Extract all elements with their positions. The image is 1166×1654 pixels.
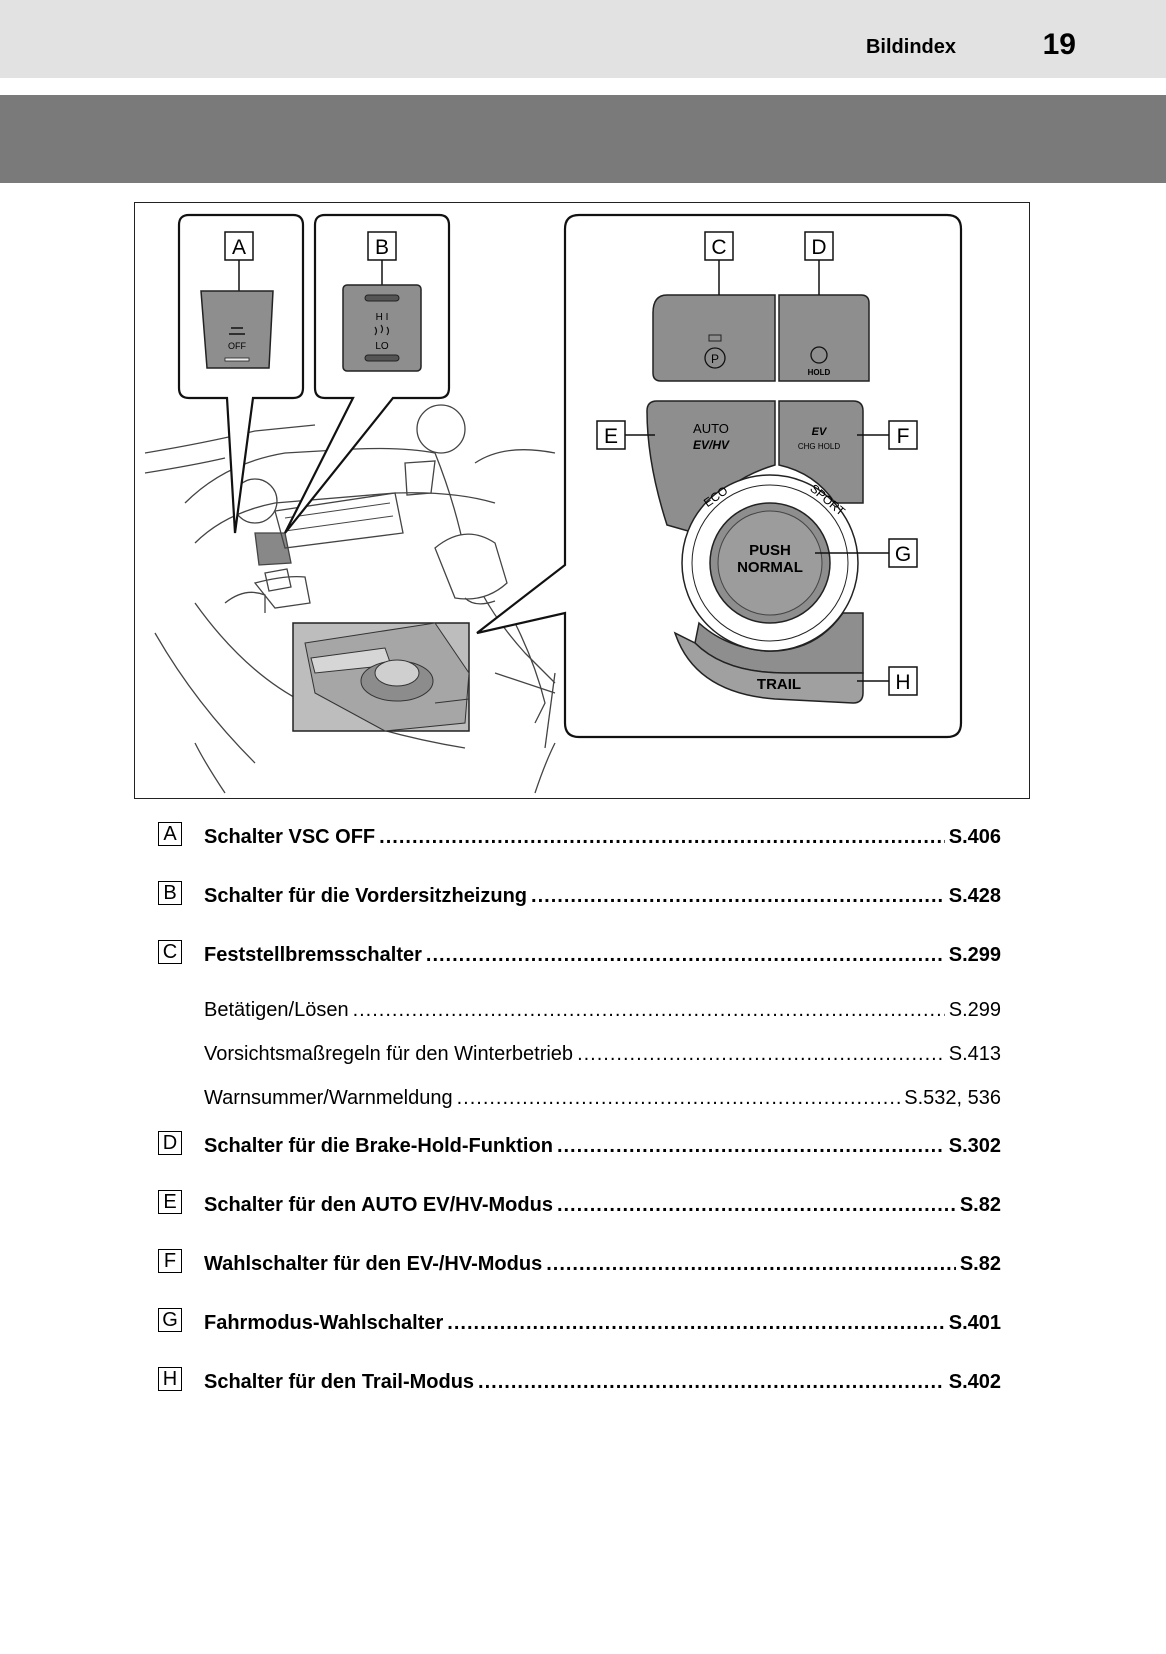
- page-reference-link[interactable]: S.406: [948, 826, 1001, 848]
- entry-label: Schalter VSC OFF: [204, 826, 376, 848]
- entry-letter: D: [158, 1131, 182, 1155]
- leader-dots: [426, 944, 945, 967]
- entry-label: Fahrmodus-Wahlschalter: [204, 1312, 444, 1334]
- leader-dots: [353, 999, 945, 1022]
- console-drawing: [144, 404, 609, 794]
- callout-label-f: F: [897, 425, 910, 448]
- push-text: PUSH: [749, 542, 791, 559]
- page-reference-link[interactable]: S.299: [948, 944, 1001, 966]
- parking-brake-icon: [704, 347, 726, 369]
- svg-text:P: P: [711, 352, 719, 366]
- seat-heater-hi-text: H I: [376, 312, 389, 323]
- callout-right-panel: C D P HOLD AUTO EV/HV EV CHG HOLD ECO S: [476, 213, 963, 739]
- list-item: H Schalter für den Trail-Modus S.402: [158, 1363, 1001, 1422]
- page-reference-link[interactable]: S.302: [948, 1135, 1001, 1157]
- ev-text: EV: [812, 426, 828, 438]
- leader-dots: [546, 1253, 956, 1276]
- callout-label-e: E: [604, 425, 618, 448]
- page-number: 19: [1042, 28, 1076, 61]
- list-item: E Schalter für den AUTO EV/HV-Modus S.82: [158, 1186, 1001, 1245]
- entry-letter: C: [158, 940, 182, 964]
- entry-label: Schalter für den AUTO EV/HV-Modus: [204, 1194, 553, 1216]
- page-reference-link[interactable]: S.402: [948, 1371, 1001, 1393]
- entry-label: Warnsummer/Warnmeldung: [204, 1087, 453, 1109]
- page-reference-link[interactable]: S.532, 536: [904, 1087, 1001, 1109]
- leader-dots: [557, 1135, 945, 1158]
- page-reference-link[interactable]: S.401: [948, 1312, 1001, 1334]
- list-subitem: Betätigen/Lösen S.299: [158, 995, 1001, 1039]
- callout-label-b: B: [375, 236, 389, 259]
- page-reference-link[interactable]: S.428: [948, 885, 1001, 907]
- page-reference-link[interactable]: S.82: [959, 1194, 1001, 1216]
- brake-hold-icon: [810, 346, 828, 364]
- list-item: F Wahlschalter für den EV-/HV-Modus S.82: [158, 1245, 1001, 1304]
- entry-label: Schalter für die Vordersitzheizung: [204, 885, 528, 907]
- hold-text: HOLD: [808, 368, 831, 377]
- ev-hv-text: EV/HV: [693, 438, 730, 452]
- normal-text: NORMAL: [737, 559, 803, 576]
- leader-dots: [457, 1087, 901, 1110]
- entry-letter: B: [158, 881, 182, 905]
- header-bar: [0, 0, 1166, 78]
- entry-letter: A: [158, 822, 182, 846]
- section-title: Bildindex: [865, 36, 956, 58]
- illustration-svg: A OFF B H I LO C: [144, 213, 963, 794]
- callout-b-panel: B H I LO: [284, 213, 451, 534]
- leader-dots: [379, 826, 945, 849]
- callout-a-panel: A OFF: [177, 213, 305, 534]
- entry-label: Feststellbremsschalter: [204, 944, 422, 966]
- index-list: A Schalter VSC OFF S.406 B Schalter für d…: [158, 818, 1001, 1422]
- shift-lever-inset: [292, 622, 470, 732]
- list-subitem: Vorsichtsmaßregeln für den Winterbetrieb…: [158, 1039, 1001, 1083]
- callout-label-c: C: [711, 236, 726, 259]
- chg-hold-text: CHG HOLD: [798, 442, 840, 451]
- callout-label-h: H: [895, 671, 910, 694]
- entry-label: Schalter für den Trail-Modus: [204, 1371, 475, 1393]
- list-item: G Fahrmodus-Wahlschalter S.401: [158, 1304, 1001, 1363]
- entry-label: Vorsichtsmaßregeln für den Winterbetrieb: [204, 1043, 574, 1065]
- seat-heater-lo-text: LO: [375, 341, 389, 352]
- list-item: A Schalter VSC OFF S.406: [158, 818, 1001, 877]
- entry-label: Wahlschalter für den EV-/HV-Modus: [204, 1253, 543, 1275]
- entry-label: Betätigen/Lösen: [204, 999, 349, 1021]
- list-item: B Schalter für die Vordersitzheizung S.42…: [158, 877, 1001, 936]
- entry-letter: H: [158, 1367, 182, 1391]
- list-item: D Schalter für die Brake-Hold-Funktion S.…: [158, 1127, 1001, 1186]
- entry-letter: E: [158, 1190, 182, 1214]
- list-subitem: Warnsummer/Warnmeldung S.532, 536: [158, 1083, 1001, 1127]
- vsc-off-text: OFF: [228, 341, 246, 351]
- callout-label-g: G: [895, 543, 911, 566]
- page-reference-link[interactable]: S.82: [959, 1253, 1001, 1275]
- callout-label-a: A: [232, 236, 246, 259]
- leader-dots: [577, 1043, 945, 1066]
- controls-illustration: A OFF B H I LO C: [134, 202, 1030, 799]
- leader-dots: [447, 1312, 944, 1335]
- leader-dots: [531, 885, 945, 908]
- decorative-band: [0, 95, 1166, 183]
- leader-dots: [557, 1194, 956, 1217]
- page-reference-link[interactable]: S.413: [948, 1043, 1001, 1065]
- auto-text: AUTO: [693, 421, 729, 436]
- list-item: C Feststellbremsschalter S.299: [158, 936, 1001, 995]
- callout-label-d: D: [811, 236, 826, 259]
- entry-label: Schalter für die Brake-Hold-Funktion: [204, 1135, 553, 1157]
- entry-letter: F: [158, 1249, 182, 1273]
- page-reference-link[interactable]: S.299: [948, 999, 1001, 1021]
- entry-letter: G: [158, 1308, 182, 1332]
- leader-dots: [478, 1371, 945, 1394]
- trail-text: TRAIL: [757, 676, 801, 693]
